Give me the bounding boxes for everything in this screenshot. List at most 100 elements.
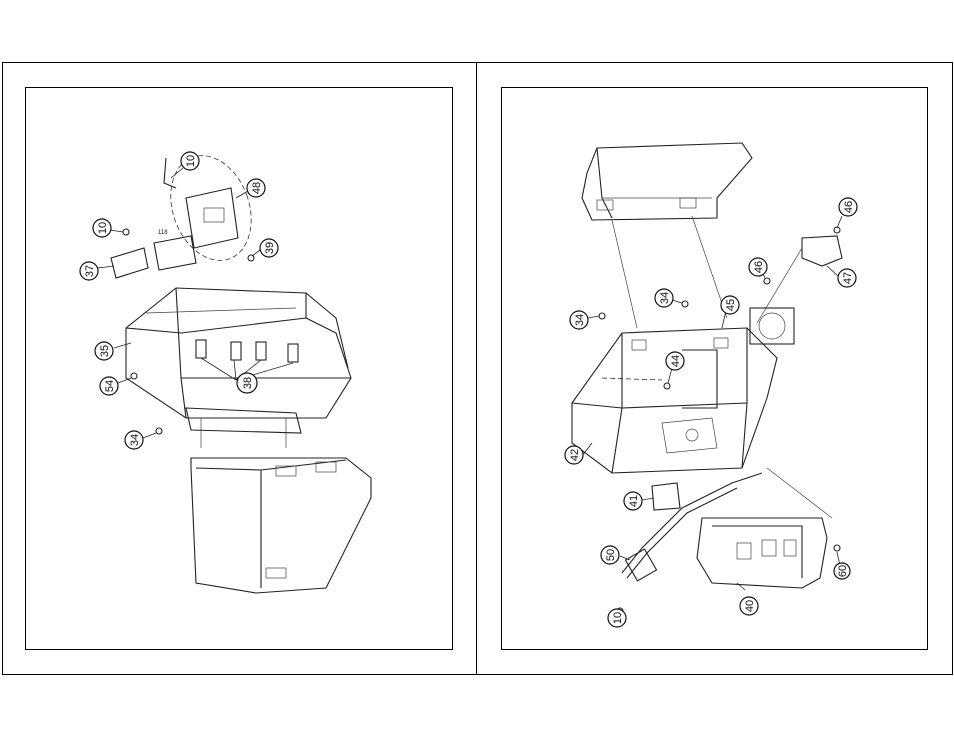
svg-text:54: 54 [104,380,116,392]
screw-10b [123,229,129,235]
callout-39: 39 [260,239,278,257]
part-42-edge-a [612,333,622,473]
part-35-edge-b [126,318,306,333]
lead-37 [98,266,114,268]
svg-text:34: 34 [129,434,141,446]
left-lower-housing-top [261,460,346,470]
callout-35: 35 [95,342,113,360]
part-42-hole [686,429,698,441]
callout-r34b: 34 [655,289,673,307]
callout-r45: 45 [721,296,739,314]
svg-text:34: 34 [574,314,586,326]
part-42-chassis [572,328,777,473]
left-diagram-panel: 118 [25,87,453,650]
fan-unit [750,308,794,344]
part-48-connector [204,208,224,222]
left-exploded-diagram: 118 [26,88,454,651]
part-40-cap-a [737,543,751,559]
screw-34a [599,313,605,319]
callout-38: 38 [237,373,257,393]
callout-r10: 10 [608,609,626,627]
right-top-cover-edge [597,148,612,218]
lead-r47 [827,266,838,276]
callout-r50: 50 [601,546,619,564]
part-35-inner-line [146,308,296,313]
callout-34: 34 [125,431,143,449]
part-35-edge-a [176,288,186,418]
part-42-edge-b [572,403,747,408]
svg-text:50: 50 [605,549,617,561]
left-top-bracket [164,158,176,188]
connector-38-a [196,340,206,358]
callout-48: 48 [247,179,265,197]
part-35-chassis [126,288,351,418]
part-40-inner [712,526,802,578]
part-42-rail [682,350,717,408]
callout-r46a: 46 [839,198,857,216]
lead-35 [114,343,131,348]
svg-text:44: 44 [670,355,682,367]
svg-text:45: 45 [725,299,737,311]
connector-38-c [256,342,266,360]
svg-text:35: 35 [99,345,111,357]
callout-r46b: 46 [749,258,767,276]
lead-r34b [672,300,682,303]
connector-38-b [231,342,241,360]
screw-34 [156,428,162,434]
part-42-hinge-b [714,338,728,348]
part-118-card [154,236,196,270]
screw-39 [248,255,254,261]
screw-54 [131,373,137,379]
callout-r34a: 34 [570,311,588,329]
left-lower-tab-c [266,568,286,578]
part-47-fan-bracket [802,236,842,266]
svg-text:40: 40 [744,600,756,612]
lead-39 [252,250,260,256]
lead-10a [171,168,183,178]
right-guide-line-bottom [767,468,832,518]
fan-blade-circle [759,313,785,339]
part-42-edge-c [742,328,747,468]
part-48-board [186,188,238,248]
screw-34b [682,301,688,307]
svg-text:37: 37 [84,265,96,277]
svg-text:10: 10 [185,155,197,167]
part-50-connector [625,549,656,581]
left-lower-housing [191,458,371,593]
callout-r47: 47 [838,269,856,287]
lead-34 [143,433,156,438]
part-40-cap-c [784,540,796,556]
callout-54: 54 [100,377,118,395]
part-41-block [652,483,680,510]
callout-10a: 10 [181,152,199,170]
part-37-plate [111,248,148,278]
part-42-plate [662,418,717,453]
callout-37: 37 [80,262,98,280]
part-47-wire [757,248,802,323]
part-118-label: 118 [158,230,168,236]
screw-46b [764,278,770,284]
svg-text:41: 41 [628,495,640,507]
part-50-cable-b [627,488,737,578]
right-guide-lines-top [612,216,727,328]
svg-text:10: 10 [97,222,109,234]
lead-r46a [837,216,842,228]
lead-r40 [737,583,745,590]
svg-text:42: 42 [569,449,581,461]
left-lower-housing-edge [196,468,261,588]
screw-44 [664,383,670,389]
part-42-dashed [602,378,662,380]
part-35-side-rail [306,293,348,368]
right-diagram-panel: 46 46 47 34 34 45 44 42 [501,87,928,650]
svg-text:60: 60 [837,565,849,577]
left-guide-lines [201,418,286,448]
screw-60 [834,545,840,551]
part-42-hinge-a [632,340,646,350]
left-bottom-tray [186,408,301,433]
right-cover-tab-b [680,198,696,208]
svg-text:46: 46 [843,201,855,213]
callout-r42: 42 [565,446,583,464]
svg-text:34: 34 [659,292,671,304]
svg-text:39: 39 [264,242,276,254]
svg-text:46: 46 [753,261,765,273]
